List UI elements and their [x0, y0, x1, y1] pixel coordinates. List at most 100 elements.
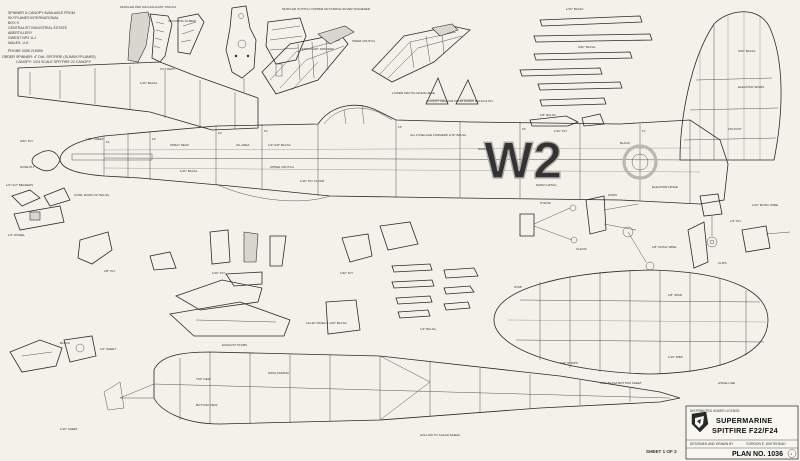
elevator-hinge-label: ELEVATOR HINGE — [652, 185, 678, 189]
former-templates: 1/8" PLY 1/16" PLY 1/32" PLY — [77, 221, 419, 275]
former-f5: F5 — [398, 125, 402, 129]
clevis-label: CLEVIS — [576, 247, 587, 251]
plan-number-suffix: 2 — [791, 452, 793, 456]
hollow-label: HOLLOW TO CLEAR WHEEL — [420, 433, 461, 437]
center-strip-parts: 1/4" BALSA — [391, 263, 479, 331]
strip-label-4: 1/16" PLY — [554, 129, 567, 133]
inner-crutch-label: INNER CRUTCH — [352, 39, 375, 43]
oil-area-label: OIL AREA — [236, 143, 250, 147]
tail-balsa-label: 1/4" BALSA — [420, 327, 436, 331]
canopy-source-note: SPINNER & CANOPY AVAILABLE FROM SKYPLANE… — [2, 11, 96, 64]
note-line-5: ABERTILLERY — [8, 31, 33, 35]
nyrod-label: NYROD — [540, 201, 552, 205]
fuselage-side-view: W2 F1 F2 F3 F4 F5 F6 F7 1/32" SHEET SPRA… — [20, 104, 729, 205]
exhaust-label: EXHAUST STUBS — [222, 343, 247, 347]
lower-crutch-label: LOWER CRUTCH ENDS HERE — [392, 91, 435, 95]
cut-away-label: CUT AWAY — [160, 67, 175, 71]
fin-spars-label: ELEVATOR SPARS — [738, 85, 764, 89]
note-canopy: CANOPY: 1/24 SCALE SPITFIRE 22 CANOPY — [16, 60, 92, 64]
fuselage-plan-view: TOP VIEW BOTTOM VIEW HOLLOW TO CLEAR WHE… — [60, 341, 681, 437]
fin-post-label: FIN POST — [728, 127, 742, 131]
template-label-3: 1/32" PLY — [340, 271, 353, 275]
spinner-ring-label: 1/2" SHEET — [100, 347, 116, 351]
bottom-view-label: BOTTOM VIEW — [196, 403, 217, 407]
strip-label-3: 1/8" BALSA — [540, 113, 556, 117]
horn-label: HORN — [608, 193, 617, 197]
tail-wheel-details: 1/4" PLY CLIPS 1/16" MUSIC WIRE — [687, 193, 791, 269]
designer-name: GORDON E. WHITEHEAD — [746, 442, 786, 446]
note-line-6: GWENT NP3 1LJ — [8, 36, 36, 40]
publisher-label: DISTRIBUTED UNDER LICENSE — [690, 409, 740, 413]
designer-label: DESIGNED AND DRAWN BY — [690, 442, 734, 446]
sheet-top-label: 1/32" SHEET — [86, 137, 104, 141]
sheet-label: SHEET 1 OF 2 — [646, 449, 677, 454]
note-order: ORDER — [2, 55, 15, 59]
plan-number: PLAN NO. 1036 — [732, 451, 783, 458]
cap-strips-label: CAP STRIPS — [560, 361, 578, 365]
former-f4: F4 — [264, 129, 268, 133]
muffler-parts: MUFFLER PEN WAX EXHAUST STACKS SECURING … — [120, 5, 205, 71]
side-panel-label: 1/16" BALSA — [140, 81, 157, 85]
spray-deck-label: SPRAY DECK — [170, 143, 189, 147]
stab-spar-label: 1/8" SPAR — [668, 293, 683, 297]
hinge-line-label: HINGE LINE — [718, 381, 735, 385]
cowl-note-label: COWL FROM 1/2" BALSA — [74, 193, 109, 197]
note-line-2: SKYPLANES INTERNATIONAL — [8, 16, 59, 20]
cockpit-armour-label: COCKPIT ARMOUR FROM SCRAP BALSA & PLY — [426, 99, 494, 103]
note-line-4: CENTRALIST INDUSTRIAL ESTATE — [8, 26, 68, 30]
note-line-7: WALES, U.K. — [8, 41, 29, 45]
upper-crutch-label: 1/4"x1/8" BALSA — [268, 143, 290, 147]
title-line-1: SUPERMARINE — [716, 416, 772, 425]
fillet-label: FILLET PANELS 1/16" BALSA — [306, 321, 346, 325]
upper-side-panel-part: 1/16" BALSA — [17, 61, 259, 131]
white-label: WHITE — [478, 147, 488, 151]
fuselage-marking: W2 — [484, 132, 562, 190]
nose-ply-label: NOSE PLY — [20, 165, 35, 169]
fin-label: 3/32" BALSA — [738, 49, 755, 53]
muffler-right-label: MUFFLER IS PITCH COPPER OR PURPLE SILVER… — [282, 7, 371, 11]
strip-label-2: 3/32" BALSA — [578, 45, 595, 49]
small-parts-cluster — [425, 76, 479, 105]
lower-sheet-label: 1/16" SHEET — [60, 427, 78, 431]
linkage-details: NYROD CLEVIS HORN 1/8" MUSIC WIRE — [519, 193, 676, 271]
fin-rudder-side: 3/32" BALSA ELEVATOR SPARS FIN POST — [679, 11, 782, 161]
wing-fairing-label: WING FAIRING — [268, 371, 290, 375]
note-line-3: BOX 9 — [8, 21, 19, 25]
title-block: SUPERMARINE SPITFIRE F22/F24 DESIGNED AN… — [685, 405, 799, 460]
template-label-1: 1/8" PLY — [104, 269, 116, 273]
bottom-sheet-label: 1/16" BALSA BOTTOM SHEET — [600, 381, 642, 385]
radio-hatch-label: RADIO HATCH — [536, 183, 556, 187]
muffler-side-detail: MUFFLER IS PITCH COPPER OR PURPLE SILVER… — [265, 7, 371, 77]
crutch-assembly-views: TEMPORARY SPACERS INNER CRUTCH LOWER CRU… — [261, 23, 494, 103]
former-f6: F6 — [522, 127, 526, 131]
black-label: BLACK — [620, 141, 630, 145]
engine-bearers-label: 1/2"x1/2" BEARERS — [6, 183, 33, 187]
formers-note-label: ALL FUSELAGE FORMERS 1/16" BALSA — [410, 133, 466, 137]
music-wire-label: 1/8" MUSIC WIRE — [652, 245, 676, 249]
muffler-top-label: MUFFLER PEN WAX EXHAUST STACKS — [120, 5, 176, 9]
note-spinner: SPINNER: 4" DIA. SPITFIRE (SLIMSKYPLANES… — [16, 55, 96, 59]
logo-crest — [691, 411, 709, 433]
former-f2: F2 — [152, 137, 156, 141]
note-phone: PHONE 0495 216599 — [8, 49, 43, 53]
former-f7: F7 — [642, 129, 646, 133]
ribs-label: 1/16" RIBS — [668, 355, 683, 359]
bearers-label: 1/16" BALSA — [180, 169, 197, 173]
wing-sheet-panels: FILLET PANELS 1/16" BALSA EXHAUST STUBS — [169, 271, 361, 347]
clips-label: CLIPS — [718, 261, 727, 265]
nose-ring-parts — [9, 335, 97, 373]
securing-screw-label: SECURING SCREW — [168, 19, 196, 23]
template-label-2: 1/16" PLY — [212, 271, 225, 275]
firewall-former — [225, 5, 257, 92]
tail-ply-label: 1/4" PLY — [730, 219, 742, 223]
dowel-label: 1/4" DOWEL — [8, 233, 25, 237]
spar-strips: 1/16" BALSA 3/32" BALSA 1/8" BALSA 1/16"… — [519, 7, 653, 133]
crutch-label: UPPER CRUTCH — [270, 165, 294, 169]
strip-label-1: 1/16" BALSA — [566, 7, 583, 11]
note-line-1: SPINNER & CANOPY AVAILABLE FROM — [8, 11, 75, 15]
top-view-label: TOP VIEW — [196, 377, 211, 381]
floor-label: 1/16" PLY FLOOR — [300, 179, 325, 183]
tailplane-plan: STAB 1/8" SPAR 1/16" RIBS CAP STRIPS 1/1… — [493, 269, 769, 385]
